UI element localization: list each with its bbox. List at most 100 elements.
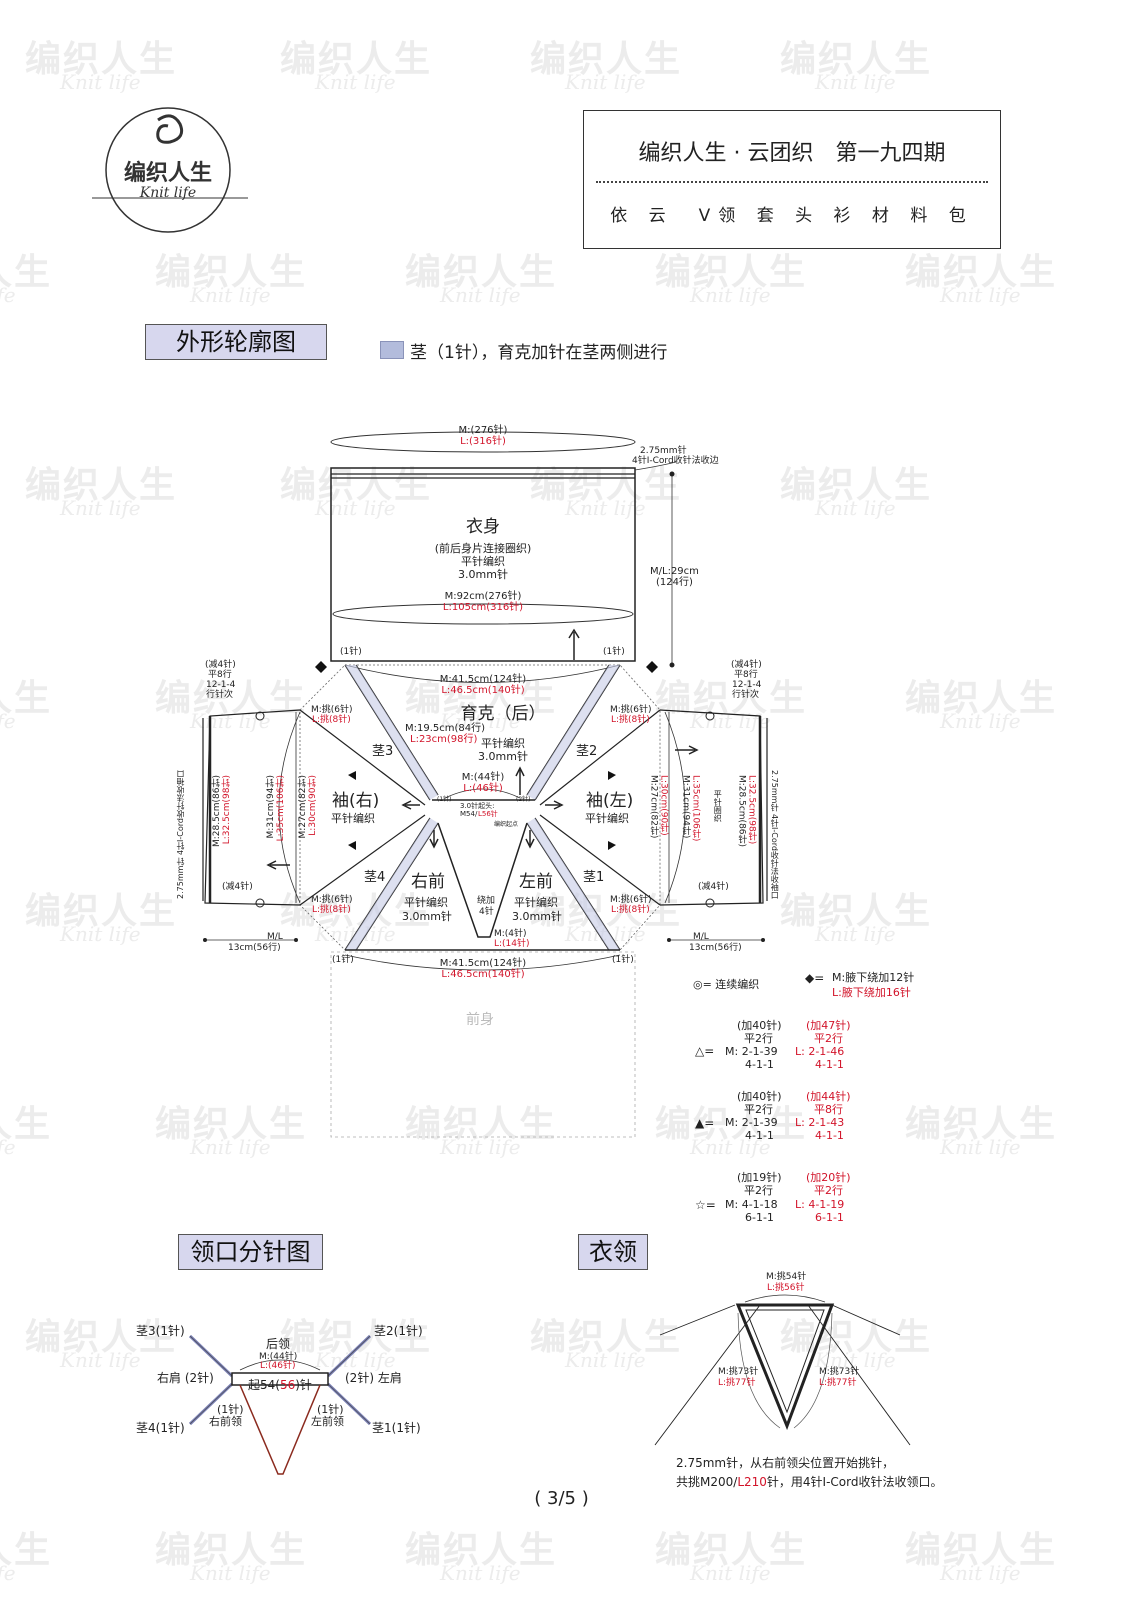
collar-right-m: M:挑73针	[819, 1367, 860, 1377]
sleeve-right-pick-l-bottom: L:挑(8针)	[312, 905, 351, 915]
sleeve-left-len2-m: M:31cm(94针)	[680, 775, 691, 839]
star-l-3: 6-1-1	[815, 1211, 844, 1224]
tri-open-m-2: M: 2-1-39	[725, 1045, 778, 1058]
neck-right-shoulder: 右肩 (2针)	[157, 1371, 214, 1385]
front-body-label: 前身	[466, 1012, 494, 1028]
neck-left-one-st: (1针)	[317, 1403, 344, 1416]
sleeve-left-pick-l-bottom: L:挑(8针)	[611, 905, 650, 915]
header-subtitle: 依 云 V领 套 头 衫 材 料 包	[610, 206, 974, 226]
sleeve-left-dec-4: 行针次	[732, 690, 760, 700]
section-neck-split-label: 领口分针图	[178, 1234, 323, 1270]
body-top-l: L:(316针)	[460, 436, 506, 447]
stem-legend-text: 茎（1针），育克加针在茎两侧进行	[410, 343, 668, 363]
sleeve-left-dec-2: 平8行	[734, 670, 758, 680]
right-front-needle: 3.0mm针	[402, 910, 452, 923]
logo-name: 编织人生	[123, 160, 212, 186]
sleeve-right-title: 袖(右)	[332, 791, 380, 811]
sleeve-right-dec-1: (减4针)	[205, 660, 236, 670]
body-one-st-right: (1针)	[603, 647, 625, 657]
tri-filled-l-2: L: 2-1-43	[795, 1116, 845, 1129]
sleeve-right-len3-m: M:27cm(82针)	[298, 775, 308, 839]
sleeve-left-bottom-len: 13cm(56行)	[689, 943, 742, 953]
header-title: 编织人生 · 云团织 第一九四期	[638, 141, 946, 166]
neck-cast-on: 起54(56)针	[248, 1378, 312, 1392]
tri-open-l-2: L: 2-1-46	[795, 1045, 845, 1058]
sleeve-right-len3-l: L:30cm(90针)	[308, 775, 318, 836]
right-front-title: 右前	[411, 872, 445, 892]
star-m-3: 6-1-1	[745, 1211, 774, 1224]
sleeve-left-len3-l: L:30cm(90针)	[658, 775, 669, 836]
yoke-title: 育克（后）	[460, 704, 546, 724]
body-width-m: M:92cm(276针)	[444, 591, 522, 602]
yoke-depth-m: M:19.5cm(84行)	[405, 723, 486, 734]
collar-left-m: M:挑73针	[718, 1367, 759, 1377]
page-number: ( 3/5 )	[534, 1488, 589, 1509]
neck-back-label: 后领	[266, 1337, 291, 1351]
yoke-top-m: M:41.5cm(124针)	[439, 674, 527, 685]
star-m-2: M: 4-1-18	[725, 1198, 778, 1211]
edge-note-1: 2.75mm针	[640, 446, 687, 456]
neck-left-shoulder: (2针) 左肩	[345, 1371, 402, 1385]
stem-3-label: 茎3	[372, 744, 394, 759]
left-front-note: 平针编织	[514, 896, 558, 909]
body-note-3: 3.0mm针	[458, 568, 508, 581]
wrap-label-2: 4针	[479, 907, 494, 917]
body-note-2: 平针编织	[461, 555, 505, 568]
stem-4-label: 茎4	[364, 870, 386, 885]
neck-back-l: L:(46针)	[260, 1361, 296, 1371]
sleeve-right-dec-3: 12-1-4	[206, 680, 236, 690]
star-m-1: 平2行	[744, 1184, 773, 1197]
tri-filled-m-2: M: 2-1-39	[725, 1116, 778, 1129]
star-m-0: (加19针)	[737, 1171, 782, 1184]
neck-split-diagram	[188, 1334, 372, 1475]
yoke-neck-m: M:(44针)	[461, 772, 505, 783]
neck-right-front: 右前领	[209, 1415, 242, 1428]
section-collar-label: 衣领	[578, 1234, 648, 1270]
sleeve-left-dec-3: 12-1-4	[732, 680, 762, 690]
neck-back-m: M:(44针)	[259, 1352, 298, 1362]
sleeve-left-dec-1: (减4针)	[731, 660, 762, 670]
header-box: 编织人生 · 云团织 第一九四期 依 云 V领 套 头 衫 材 料 包	[583, 110, 1001, 249]
section-outline-label: 外形轮廓图	[145, 324, 327, 360]
body-note-1: (前后身片连接圈织)	[434, 542, 532, 555]
yoke-two-st: (2针)	[516, 796, 531, 803]
sleeve-right-len1-l: L:32.5cm(98针)	[222, 775, 232, 845]
logo-subtitle: Knit life	[139, 185, 197, 201]
neck-left-front: 左前领	[311, 1415, 344, 1428]
left-front-needle: 3.0mm针	[512, 910, 562, 923]
neck-stem3: 茎3(1针)	[136, 1324, 185, 1338]
yoke-top-l: L:46.5cm(140针)	[441, 685, 525, 696]
logo-emblem	[92, 107, 248, 233]
sleeve-right-dec-bottom: (减4针)	[222, 882, 253, 892]
tri-filled-l-0: (加44针)	[806, 1090, 851, 1103]
edge-note-2: 4针I-Cord收针法收边	[632, 456, 719, 466]
sleeve-left-plain: 平针圈织	[713, 790, 723, 822]
front-one-st-right: (1针)	[612, 955, 634, 965]
tri-filled-l-1: 平8行	[814, 1103, 843, 1116]
collar-diagram	[654, 1294, 911, 1446]
sleeve-right-len2-m: M:31cm(94针)	[266, 775, 276, 839]
header-divider	[596, 181, 988, 183]
yoke-one-st: (1针)	[437, 796, 452, 803]
diamond-m: M:腋下绕加12针	[832, 971, 915, 984]
body-width-l: L:105cm(316针)	[442, 602, 524, 613]
sleeve-right-pick-m-top: M:挑(6针)	[311, 705, 353, 715]
sleeve-right-dec-4: 行针次	[206, 690, 234, 700]
star-l-1: 平2行	[814, 1184, 843, 1197]
star-l-0: (加20针)	[806, 1171, 851, 1184]
collar-top-m: M:挑54针	[766, 1272, 807, 1282]
sleeve-left-len1-l: L:32.5cm(98针)	[746, 775, 757, 845]
sleeve-right-pick-l-top: L:挑(8针)	[312, 715, 351, 725]
star-l-2: L: 4-1-19	[795, 1198, 845, 1211]
yoke-depth-l: L:23cm(98行)	[410, 734, 478, 745]
tri-open-m-0: (加40针)	[737, 1019, 782, 1032]
knit-start: 编织起点	[494, 821, 519, 828]
body-one-st-left: (1针)	[340, 647, 362, 657]
stem-1-label: 茎1	[583, 870, 605, 885]
left-front-title: 左前	[519, 872, 553, 892]
tri-filled-symbol: ▲=	[695, 1116, 715, 1130]
tri-open-l-3: 4-1-1	[815, 1058, 844, 1071]
sleeve-right-cuff-note: 2.75mm针 4针I-Cord收针法收袖口	[176, 770, 185, 899]
stem-legend-swatch	[380, 341, 404, 359]
tri-filled-m-3: 4-1-1	[745, 1129, 774, 1142]
